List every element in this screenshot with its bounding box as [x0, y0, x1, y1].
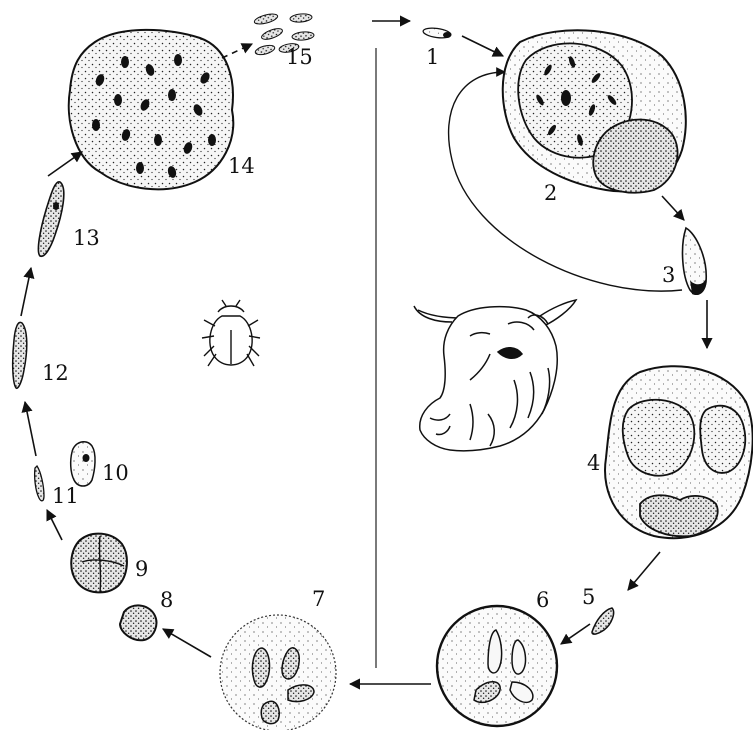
stage-label-7: 7 [312, 587, 325, 611]
stage-label-2: 2 [544, 181, 557, 205]
arrow-14-to-15 [222, 44, 252, 58]
stage-5-merozoite [592, 608, 614, 634]
arrow-11-to-12 [25, 402, 36, 456]
stage-12-kinete [13, 322, 27, 388]
arrow-13-to-14 [48, 152, 82, 176]
stage-11-gamete [35, 466, 44, 501]
stage-3-sporozoite [683, 228, 707, 295]
stage-2-infected-host-cell [503, 30, 686, 192]
stage-7-infected-erythrocyte [220, 615, 336, 730]
stage-label-15: 15 [286, 45, 313, 69]
stage-13-kinete [38, 182, 63, 256]
arrow-12-to-13 [21, 268, 31, 316]
stage-9-dividing-form [71, 534, 127, 593]
stage-label-12: 12 [42, 361, 69, 385]
stage-label-14: 14 [228, 154, 255, 178]
arrow-9-to-11 [47, 510, 62, 540]
stage-label-1: 1 [426, 45, 439, 69]
arrow-5-to-6 [561, 624, 590, 644]
stage-label-9: 9 [135, 557, 148, 581]
stage-4-host-cell-schizonts [605, 366, 753, 538]
stage-label-10: 10 [102, 461, 129, 485]
tick-icon [202, 300, 260, 366]
arrow-1-to-2 [462, 36, 503, 56]
stage-6-infected-erythrocyte [437, 606, 557, 726]
stage-label-8: 8 [160, 588, 173, 612]
stage-label-11: 11 [52, 484, 79, 508]
arrow-2-to-3 [662, 196, 684, 220]
stage-label-13: 13 [73, 226, 100, 250]
stage-1-sporozoite [423, 27, 452, 40]
stage-8-ingested-form [120, 605, 156, 640]
arrow-7-to-8 [163, 629, 211, 657]
stage-14-salivary-cell [69, 30, 234, 189]
stage-label-3: 3 [662, 263, 675, 287]
stage-label-6: 6 [536, 588, 549, 612]
stage-label-4: 4 [587, 451, 600, 475]
cow-head-icon [414, 300, 576, 451]
arrow-4-to-5 [628, 552, 660, 590]
stage-10-zygote [71, 442, 95, 486]
stage-label-5: 5 [582, 585, 595, 609]
